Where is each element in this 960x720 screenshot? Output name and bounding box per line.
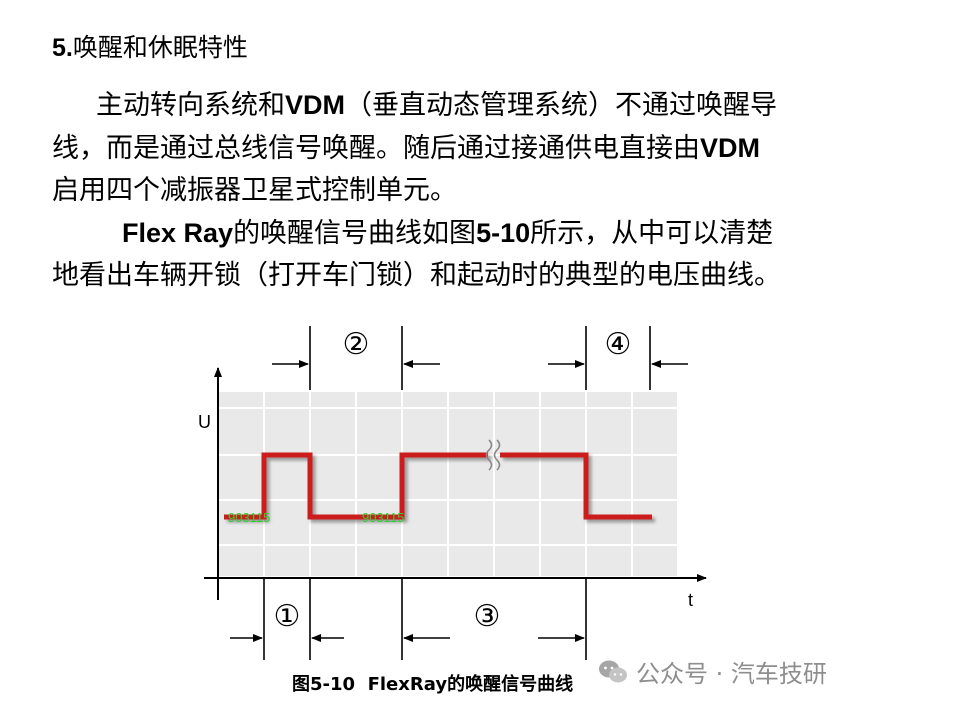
x-axis-label: t (688, 590, 693, 610)
watermark: 公众号 · 汽车技研 (598, 654, 827, 689)
watermark-text: 公众号 · 汽车技研 (636, 660, 827, 688)
marker-4: ④ (605, 327, 632, 362)
y-axis-label: U (198, 412, 211, 432)
overlay-code-1: 903115 (228, 510, 270, 525)
section-number: 5. (52, 34, 73, 62)
wechat-icon (599, 660, 627, 682)
marker-3: ③ (474, 599, 501, 634)
paragraph-2-line-1: Flex Ray的唤醒信号曲线如图5-10所示，从中可以清楚 (122, 218, 774, 249)
paragraph-1-line-2: 线，而是通过总线信号唤醒。随后通过接通供电直接由VDM (52, 133, 760, 164)
top-dimension-marks (272, 326, 688, 390)
paragraph-1: 主动转向系统和VDM（垂直动态管理系统）不通过唤醒导 线，而是通过总线信号唤醒。… (52, 84, 777, 212)
bottom-dimension-marks (230, 578, 587, 660)
marker-1: ① (274, 599, 301, 634)
section-heading: 5.唤醒和休眠特性 (52, 30, 248, 66)
marker-2: ② (343, 327, 370, 362)
paragraph-1-line-3: 启用四个减振器卫星式控制单元。 (52, 175, 457, 206)
axis-break-mark (485, 439, 501, 471)
paragraph-1-line-1: 主动转向系统和VDM（垂直动态管理系统）不通过唤醒导 (96, 90, 777, 121)
paragraph-2: Flex Ray的唤醒信号曲线如图5-10所示，从中可以清楚 地看出车辆开锁（打… (52, 212, 781, 297)
section-title: 唤醒和休眠特性 (72, 33, 248, 62)
signal-segment-2 (500, 452, 652, 520)
signal-curve (224, 452, 652, 520)
overlay-code-2: 903115 (362, 510, 404, 525)
signal-segment-1 (224, 452, 488, 520)
paragraph-2-line-2: 地看出车辆开锁（打开车门锁）和起动时的典型的电压曲线。 (52, 260, 781, 291)
figure-caption: 图5-10 FlexRay的唤醒信号曲线 (292, 674, 574, 695)
